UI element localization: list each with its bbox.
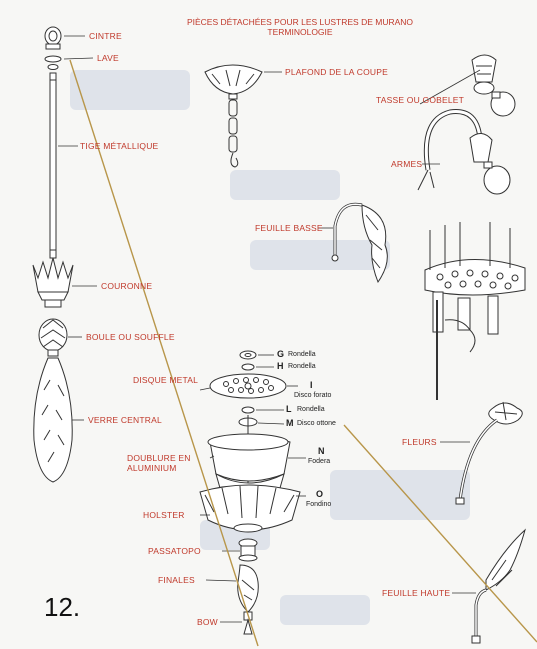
lave-washer (45, 56, 61, 70)
label-boule: BOULE OU SOUFFLE (86, 332, 175, 342)
part-l-name: Rondella (297, 406, 325, 413)
l-rondella (242, 407, 254, 413)
title-line-2: TERMINOLOGIE (160, 27, 440, 37)
plafond-cup (205, 65, 262, 167)
label-armes: ARMES (391, 159, 422, 169)
part-h-name: Rondella (288, 363, 316, 370)
part-h-letter: H (277, 361, 284, 371)
label-disque: DISQUE METAL (133, 375, 198, 385)
label-tige: TIGE MÉTALLIQUE (80, 141, 158, 151)
part-o-name: Fondino (306, 501, 331, 508)
label-plafond: PLAFOND DE LA COUPE (285, 67, 388, 77)
tasse-bulb (472, 55, 515, 116)
frame-assembly (425, 222, 525, 400)
part-g-name: Rondella (288, 351, 316, 358)
diagram-title: PIÈCES DÉTACHÉES POUR LES LUSTRES DE MUR… (160, 17, 440, 37)
background-ghost-text (70, 70, 470, 625)
label-tasse: TASSE OU GOBELET (376, 95, 464, 105)
label-verre: VERRE CENTRAL (88, 415, 162, 425)
finales-part (238, 565, 259, 612)
verre-central-glass (34, 358, 72, 482)
label-bow: BOW (197, 617, 218, 627)
label-cintre: CINTRE (89, 31, 122, 41)
part-n-name: Fodera (308, 458, 330, 465)
part-i-letter: I (310, 380, 313, 390)
label-doublure-line-1: DOUBLURE EN (127, 453, 205, 463)
label-doublure: DOUBLURE EN ALUMINIUM (127, 453, 205, 473)
label-feuille-basse: FEUILLE BASSE (255, 223, 323, 233)
boule-ball (39, 319, 67, 356)
armes-arm (418, 112, 510, 194)
label-couronne: COURONNE (101, 281, 152, 291)
cintre-hook (45, 27, 61, 49)
label-holster: HOLSTER (143, 510, 185, 520)
part-m-name: Disco ottone (297, 420, 336, 427)
part-m-letter: M (286, 418, 294, 428)
label-finales: FINALES (158, 575, 195, 585)
g-rondella (240, 351, 256, 359)
part-n-letter: N (318, 446, 325, 456)
label-feuille-haute: FEUILLE HAUTE (382, 588, 450, 598)
title-line-1: PIÈCES DÉTACHÉES POUR LES LUSTRES DE MUR… (160, 17, 440, 27)
part-i-name: Disco forato (294, 392, 331, 399)
passatopo-part (239, 539, 257, 561)
label-doublure-line-2: ALUMINIUM (127, 463, 205, 473)
tige-rod (50, 73, 56, 258)
part-l-letter: L (286, 404, 292, 414)
disque-plate (210, 374, 286, 398)
page-number: 12. (44, 592, 80, 623)
part-g-letter: G (277, 349, 284, 359)
h-rondella (242, 364, 254, 370)
label-passatopo: PASSATOPO (148, 546, 201, 556)
part-o-letter: O (316, 489, 323, 499)
label-fleurs: FLEURS (402, 437, 437, 447)
couronne-crown (33, 258, 73, 307)
label-lave: LAVE (97, 53, 119, 63)
feuille-haute-leaf (472, 530, 525, 643)
